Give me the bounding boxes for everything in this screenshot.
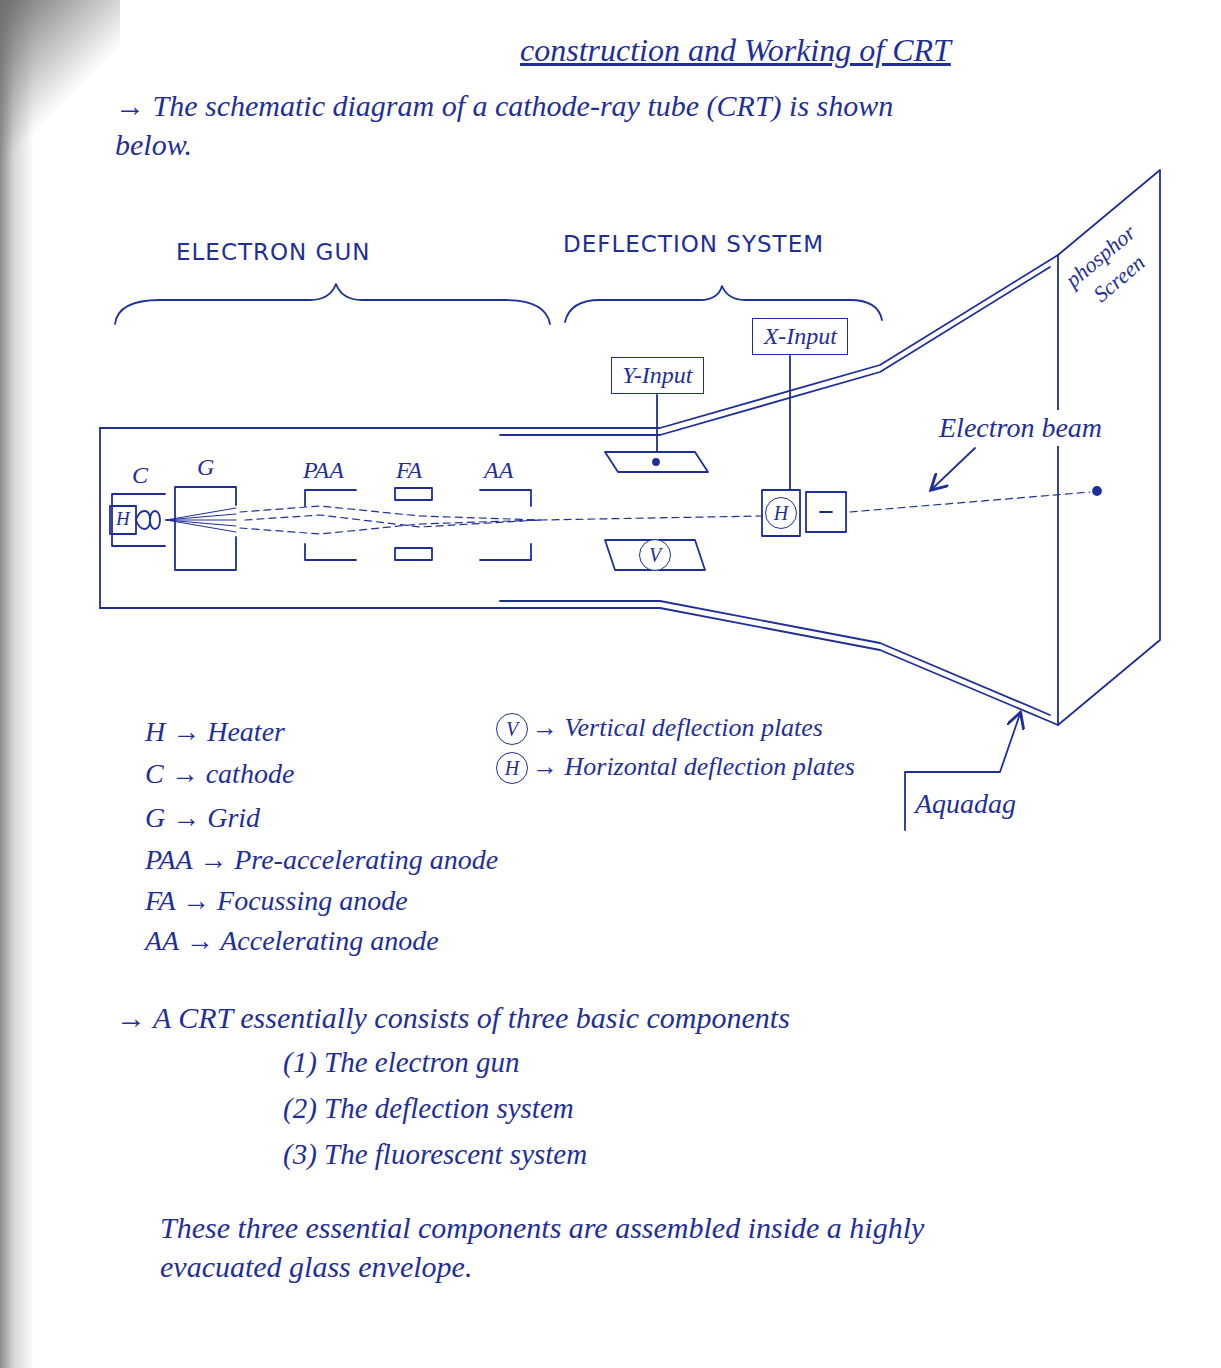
- electron-spray: [166, 520, 236, 532]
- vertical-deflection-plate: [605, 540, 705, 570]
- vertical-deflection-plate: [605, 395, 708, 570]
- section-heading: DEFLECTION SYSTEM: [563, 230, 824, 260]
- focussing-anode: [395, 488, 432, 560]
- horizontal-deflection-plate: [789, 356, 791, 490]
- list-item: (3) The fluorescent system: [283, 1136, 587, 1174]
- note-line: → A CRT essentially consists of three ba…: [116, 998, 790, 1037]
- page-title: construction and Working of CRT: [520, 30, 951, 72]
- key-symbol: V: [496, 713, 528, 745]
- glass-envelope: [99, 428, 101, 608]
- intro-note: → The schematic diagram of a cathode-ray…: [115, 86, 975, 164]
- key-entry: → Vertical deflection plates: [532, 711, 823, 745]
- glass-envelope: [100, 255, 1058, 725]
- circled-letter: V: [649, 543, 661, 567]
- cathode: [110, 494, 165, 546]
- brace: [565, 286, 882, 322]
- part-label: FA: [396, 455, 422, 486]
- electron-spray: [166, 520, 236, 526]
- vertical-deflection-plate: [656, 395, 658, 452]
- scan-shadow: [0, 0, 120, 160]
- accelerating-anode: [480, 490, 531, 560]
- electron-beam: [240, 520, 540, 534]
- electron-beam: [850, 492, 1090, 512]
- electron-beam: [240, 492, 1090, 534]
- pre-accelerating-anode: [305, 490, 356, 560]
- beam-spot: [1093, 487, 1101, 495]
- part-name: Electron beam: [936, 410, 1105, 446]
- glass-envelope: [100, 608, 1058, 725]
- input-label: Y-Input: [622, 361, 692, 390]
- electron-beam: [540, 516, 762, 520]
- leader-line: [905, 714, 1020, 830]
- brace: [115, 284, 550, 324]
- list-item: (2) The deflection system: [283, 1090, 574, 1128]
- part-name: Aquadag: [915, 786, 1016, 822]
- input-box: Y-Input: [611, 357, 704, 394]
- phosphor-screen: [1057, 255, 1059, 725]
- cathode: [110, 506, 136, 534]
- pre-accelerating-anode: [305, 490, 356, 506]
- plate-dot: [653, 459, 659, 465]
- note-paragraph: These three essential components are ass…: [160, 1208, 1040, 1286]
- horizontal-deflection-plate: [820, 511, 832, 513]
- plate-marker: V: [639, 539, 671, 571]
- electron-spray: [166, 514, 236, 520]
- section-heading: ELECTRON GUN: [176, 238, 370, 268]
- key-entry: → Horizontal deflection plates: [532, 750, 855, 784]
- cathode: [112, 494, 165, 546]
- focussing-anode: [395, 488, 432, 500]
- pre-accelerating-anode: [305, 544, 356, 560]
- crt-illustration: [100, 170, 1160, 830]
- circled-letter: H: [505, 756, 519, 780]
- part-label: PAA: [303, 455, 344, 486]
- vertical-deflection-plate: [605, 452, 708, 472]
- horizontal-deflection-plate: [806, 492, 846, 532]
- list-item: (1) The electron gun: [283, 1044, 520, 1082]
- part-label: AA: [484, 455, 513, 486]
- input-box: X-Input: [752, 318, 848, 355]
- part-name: phosphor Screen: [1056, 217, 1163, 320]
- control-grid: [175, 487, 236, 570]
- accelerating-anode: [480, 490, 531, 506]
- circled-letter: V: [506, 717, 518, 741]
- horizontal-deflection-plate: [762, 356, 846, 536]
- input-label: X-Input: [764, 322, 837, 351]
- leader-line: [932, 448, 975, 489]
- focussing-anode: [395, 548, 432, 560]
- key-entry: FA → Focussing anode: [145, 883, 408, 919]
- electron-spray: [166, 508, 236, 532]
- control-grid: [175, 487, 236, 570]
- electron-beam: [245, 515, 540, 527]
- glass-envelope: [500, 601, 1050, 715]
- key-entry: C → cathode: [145, 756, 294, 792]
- horizontal-deflection-plate: [762, 490, 800, 536]
- key-entry: AA → Accelerating anode: [145, 923, 439, 959]
- circled-letter: H: [774, 501, 788, 525]
- accelerating-anode: [480, 544, 531, 560]
- key-entry: PAA → Pre-accelerating anode: [145, 842, 498, 878]
- key-symbol: H: [496, 752, 528, 784]
- part-label: C: [132, 460, 148, 491]
- key-entry: G → Grid: [145, 800, 260, 836]
- electron-spray: [166, 520, 236, 521]
- electron-spray: [166, 508, 236, 520]
- leader-line: [905, 448, 1020, 830]
- cathode: [136, 511, 160, 529]
- scan-shadow: [0, 0, 34, 1368]
- plate-marker: H: [765, 497, 797, 529]
- part-label: H: [116, 507, 130, 532]
- glass-envelope: [100, 255, 1058, 428]
- part-label: G: [197, 452, 214, 483]
- key-entry: H → Heater: [145, 714, 285, 750]
